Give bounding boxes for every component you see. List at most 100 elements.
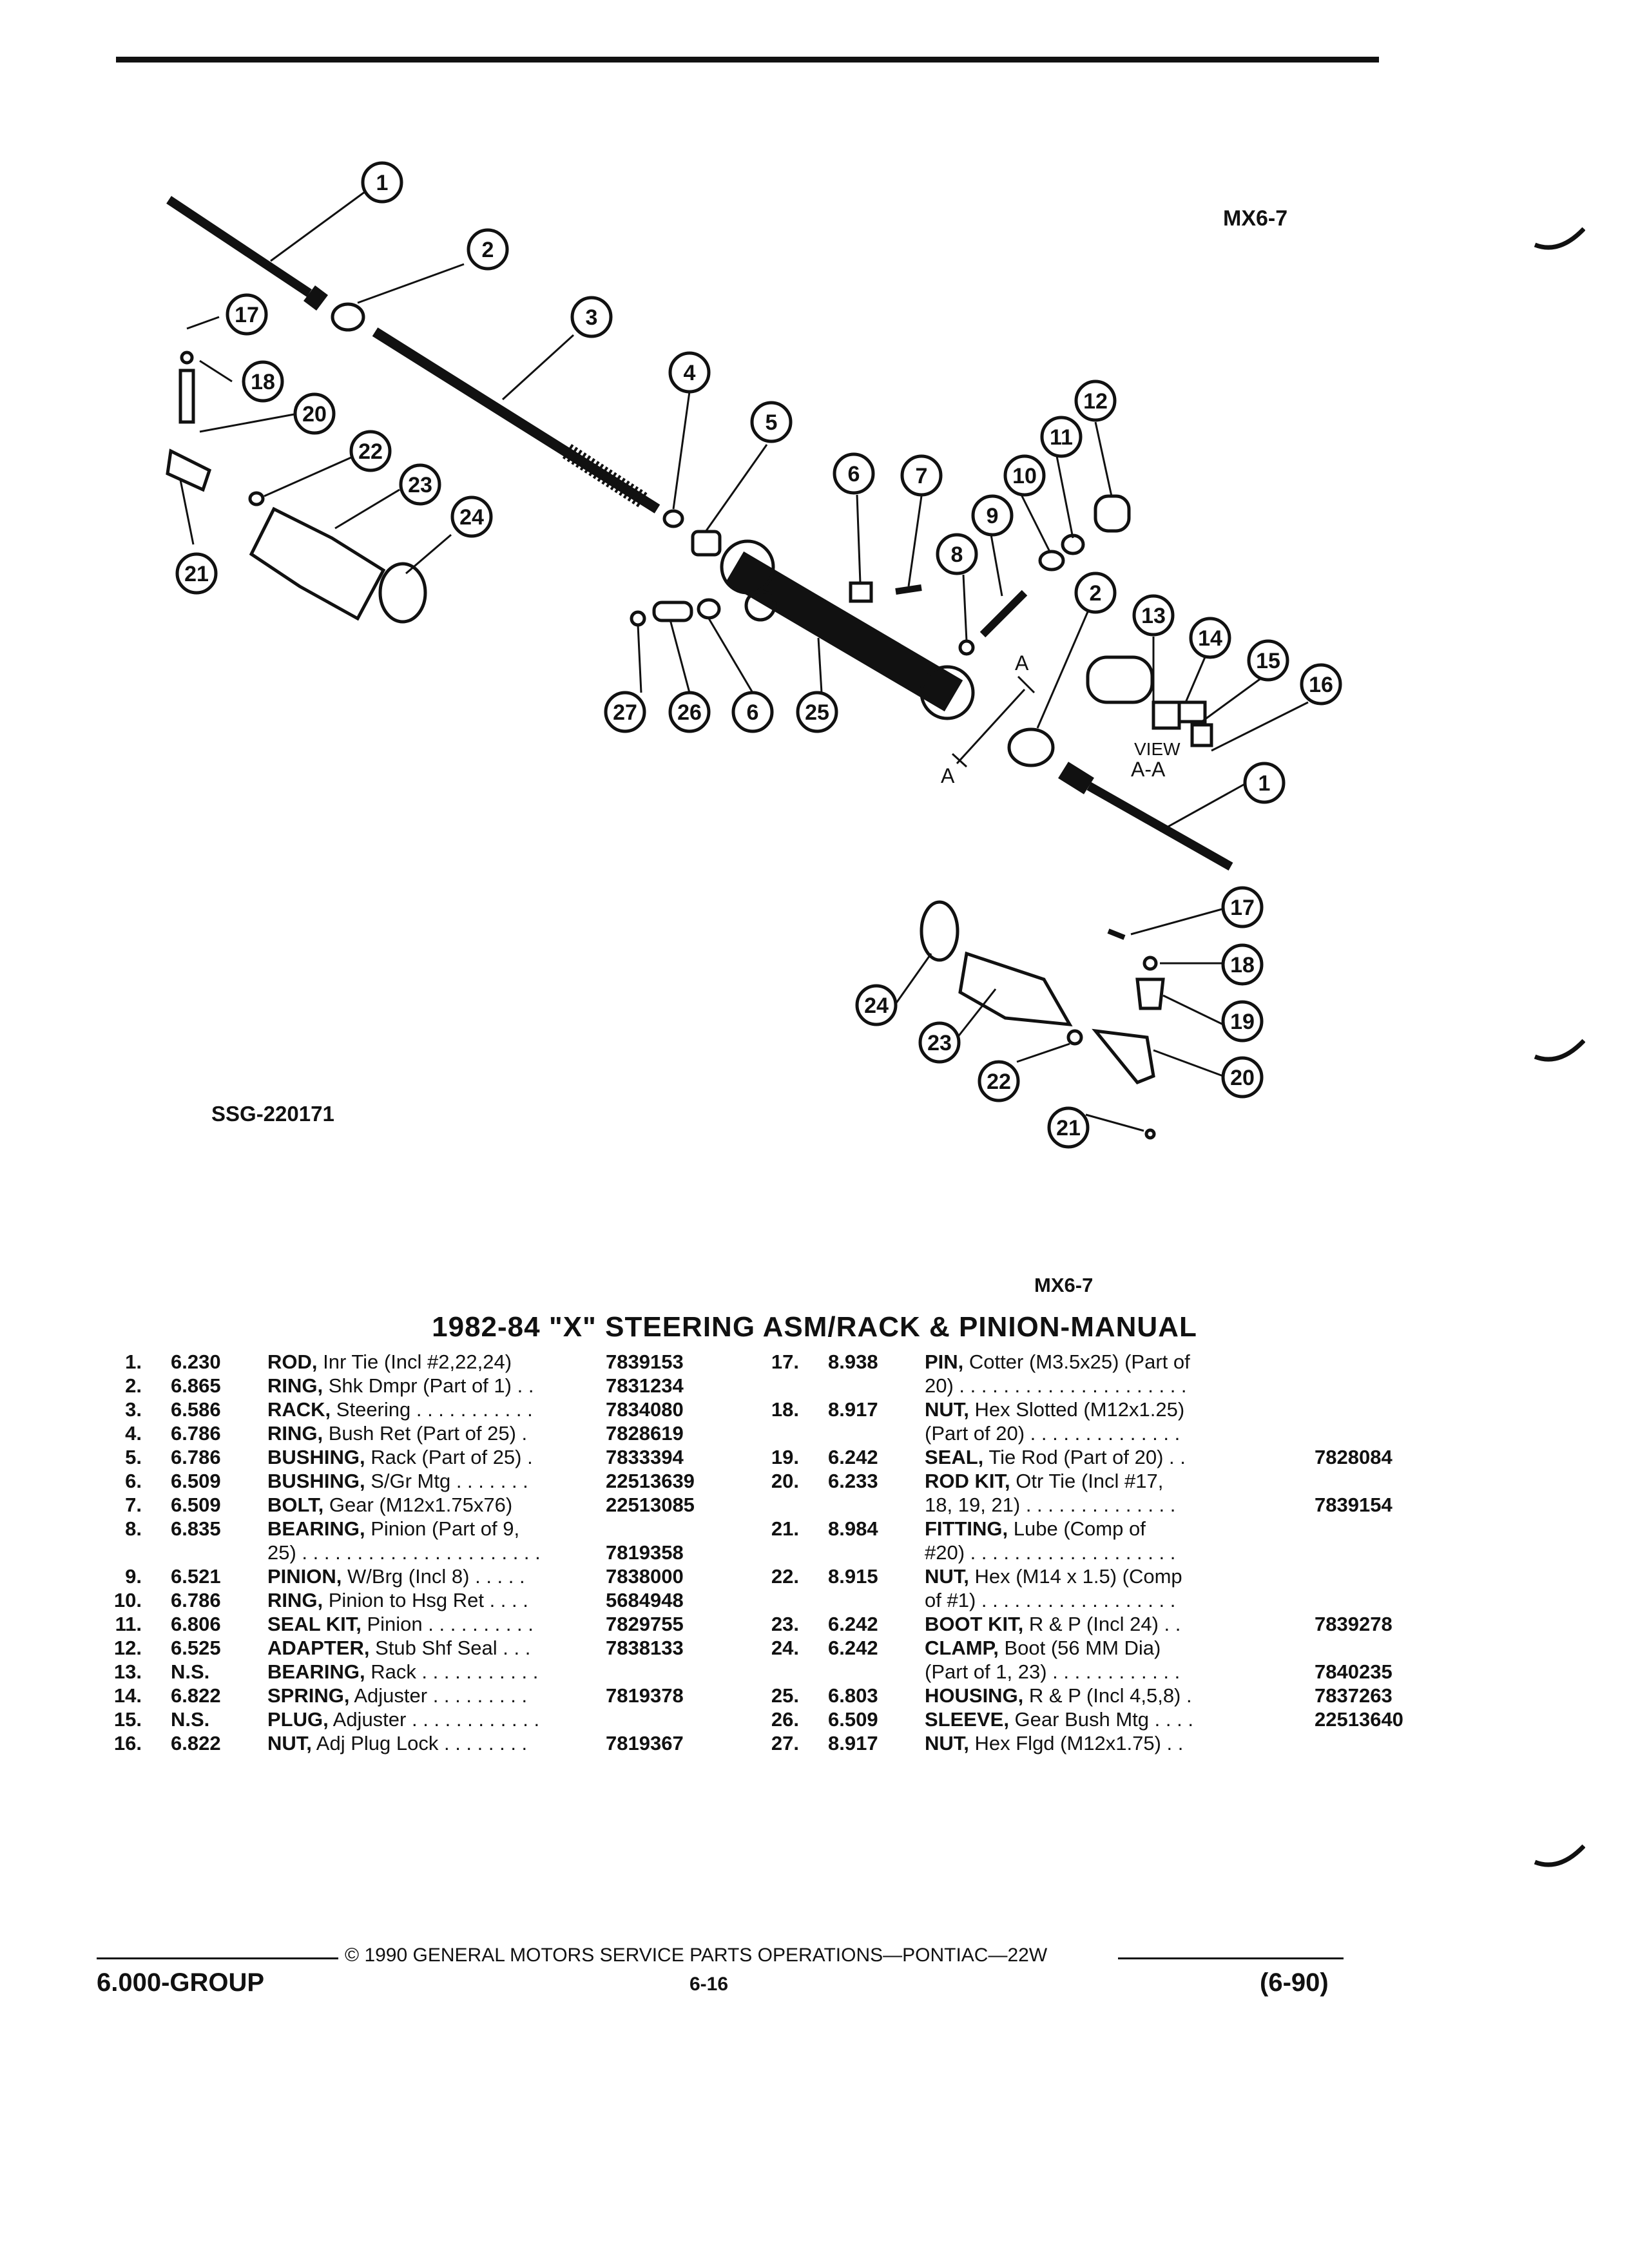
slotted-nut-lower: [1142, 956, 1158, 971]
part-index: 26.: [771, 1708, 799, 1731]
group-number: 6.242: [828, 1613, 878, 1635]
part-name: NUT,: [925, 1565, 969, 1588]
callout-12: 12: [1083, 389, 1108, 414]
boot-clamp-lower: [920, 900, 959, 962]
callout-18b: 18: [1230, 953, 1255, 977]
part-index: 8.: [125, 1517, 142, 1540]
stub-shaft-adapter: [1094, 494, 1131, 533]
callout-15: 15: [1256, 649, 1280, 673]
part-number: 7831234: [606, 1374, 684, 1397]
group-number: 6.509: [171, 1494, 221, 1516]
part-index: 25.: [771, 1684, 799, 1707]
callout-24: 24: [459, 505, 484, 530]
footer-date: (6-90): [1260, 1968, 1329, 1997]
part-number: 7829755: [606, 1613, 684, 1635]
outer-tie-rod-upper: [166, 448, 212, 492]
part-name: SPRING,: [267, 1684, 350, 1707]
inner-tie-rod-lower: [1058, 762, 1233, 871]
group-number: 6.242: [828, 1637, 878, 1659]
part-number: 5684948: [606, 1589, 684, 1611]
part-description: Pinion to Hsg Ret . . . .: [323, 1589, 528, 1611]
group-number: N.S.: [171, 1708, 210, 1731]
callout-6: 6: [848, 462, 860, 486]
tie-rod-seal-upper: [178, 369, 195, 424]
group-number: 6.230: [171, 1350, 221, 1373]
part-index: 10.: [113, 1589, 142, 1611]
part-number: 22513640: [1315, 1708, 1403, 1731]
part-number: 7839278: [1315, 1613, 1393, 1635]
part-description: R & P (Incl 24) . .: [1023, 1613, 1181, 1635]
leader-lines: [179, 189, 1309, 1132]
callout-13: 13: [1141, 604, 1166, 628]
part-description: Cotter (M3.5x25) (Part of: [963, 1350, 1190, 1373]
part-index: 3.: [125, 1398, 142, 1421]
callout-21b: 21: [1056, 1116, 1081, 1140]
parts-row: 15.N.S.PLUG, Adjuster . . . . . . . . . …: [97, 1707, 741, 1731]
part-name: BOOT KIT,: [925, 1613, 1024, 1635]
section-letter-top: A: [1015, 651, 1029, 675]
group-number: 6.786: [171, 1589, 221, 1611]
part-number: 7834080: [606, 1398, 684, 1421]
part-name: SLEEVE,: [925, 1708, 1009, 1731]
group-number: 8.938: [828, 1350, 878, 1373]
rack-pinion-housing: [720, 539, 975, 720]
view-section: A-A: [1131, 758, 1166, 781]
callout-22: 22: [358, 439, 383, 464]
tie-rod-seal-lower: [1135, 977, 1165, 1010]
part-index: 14.: [113, 1684, 142, 1707]
part-index: 17.: [771, 1350, 799, 1373]
part-index: 22.: [771, 1565, 799, 1588]
parts-row: 13.N.S.BEARING, Rack . . . . . . . . . .…: [97, 1660, 741, 1684]
group-number: 6.786: [171, 1422, 221, 1445]
rack-bearing: [1152, 700, 1181, 730]
section-letter-bottom: A: [941, 764, 955, 787]
group-number: 8.915: [828, 1565, 878, 1588]
part-index: 6.: [125, 1470, 142, 1492]
part-description: Gear Bush Mtg . . . .: [1008, 1708, 1193, 1731]
group-number: 6.835: [171, 1517, 221, 1540]
shock-damper-ring-upper: [331, 302, 365, 332]
part-description: Hex (M14 x 1.5) (Comp: [969, 1565, 1182, 1588]
part-number: 7833394: [606, 1446, 684, 1468]
part-description-continued: #20) . . . . . . . . . . . . . . . . . .…: [925, 1541, 1176, 1564]
part-description-continued: 25) . . . . . . . . . . . . . . . . . . …: [267, 1541, 541, 1564]
section-labels: VIEW A-A A A: [941, 651, 1181, 787]
part-name: ROD KIT,: [925, 1470, 1010, 1492]
callout-10: 10: [1012, 464, 1037, 488]
part-description: Inr Tie (Incl #2,22,24): [317, 1350, 512, 1373]
group-number: 6.525: [171, 1637, 221, 1659]
callout-18: 18: [251, 370, 275, 394]
group-number: 6.822: [171, 1684, 221, 1707]
bush-sleeve: [652, 601, 693, 622]
part-index: 23.: [771, 1613, 799, 1635]
pinion: [979, 590, 1028, 638]
pinion-seal: [1061, 533, 1085, 555]
callout-20b: 20: [1230, 1066, 1255, 1090]
outer-tie-rod-lower: [1092, 1028, 1155, 1085]
part-description-continued: of #1) . . . . . . . . . . . . . . . . .…: [925, 1589, 1176, 1611]
callout-19: 19: [1230, 1010, 1255, 1034]
callout-numbers: 1 2 3 17 18 20 22 23 24 21 4 5 6 7 12 11…: [184, 171, 1333, 1140]
group-number: N.S.: [171, 1660, 210, 1683]
callout-5: 5: [766, 410, 778, 435]
callout-23b: 23: [927, 1031, 952, 1055]
steering-rack: [372, 327, 660, 514]
part-index: 9.: [125, 1565, 142, 1588]
part-description: Rack (Part of 25) .: [365, 1446, 533, 1468]
callout-7: 7: [916, 464, 928, 488]
part-index: 15.: [113, 1708, 142, 1731]
bushing-retainer-ring: [662, 509, 684, 528]
part-name: PIN,: [925, 1350, 964, 1373]
callout-27: 27: [613, 700, 637, 725]
part-description: Otr Tie (Incl #17,: [1010, 1470, 1164, 1492]
callout-20: 20: [302, 402, 327, 427]
part-description: Stub Shf Seal . . .: [369, 1637, 531, 1659]
part-name: HOUSING,: [925, 1684, 1024, 1707]
group-number: 6.521: [171, 1565, 221, 1588]
